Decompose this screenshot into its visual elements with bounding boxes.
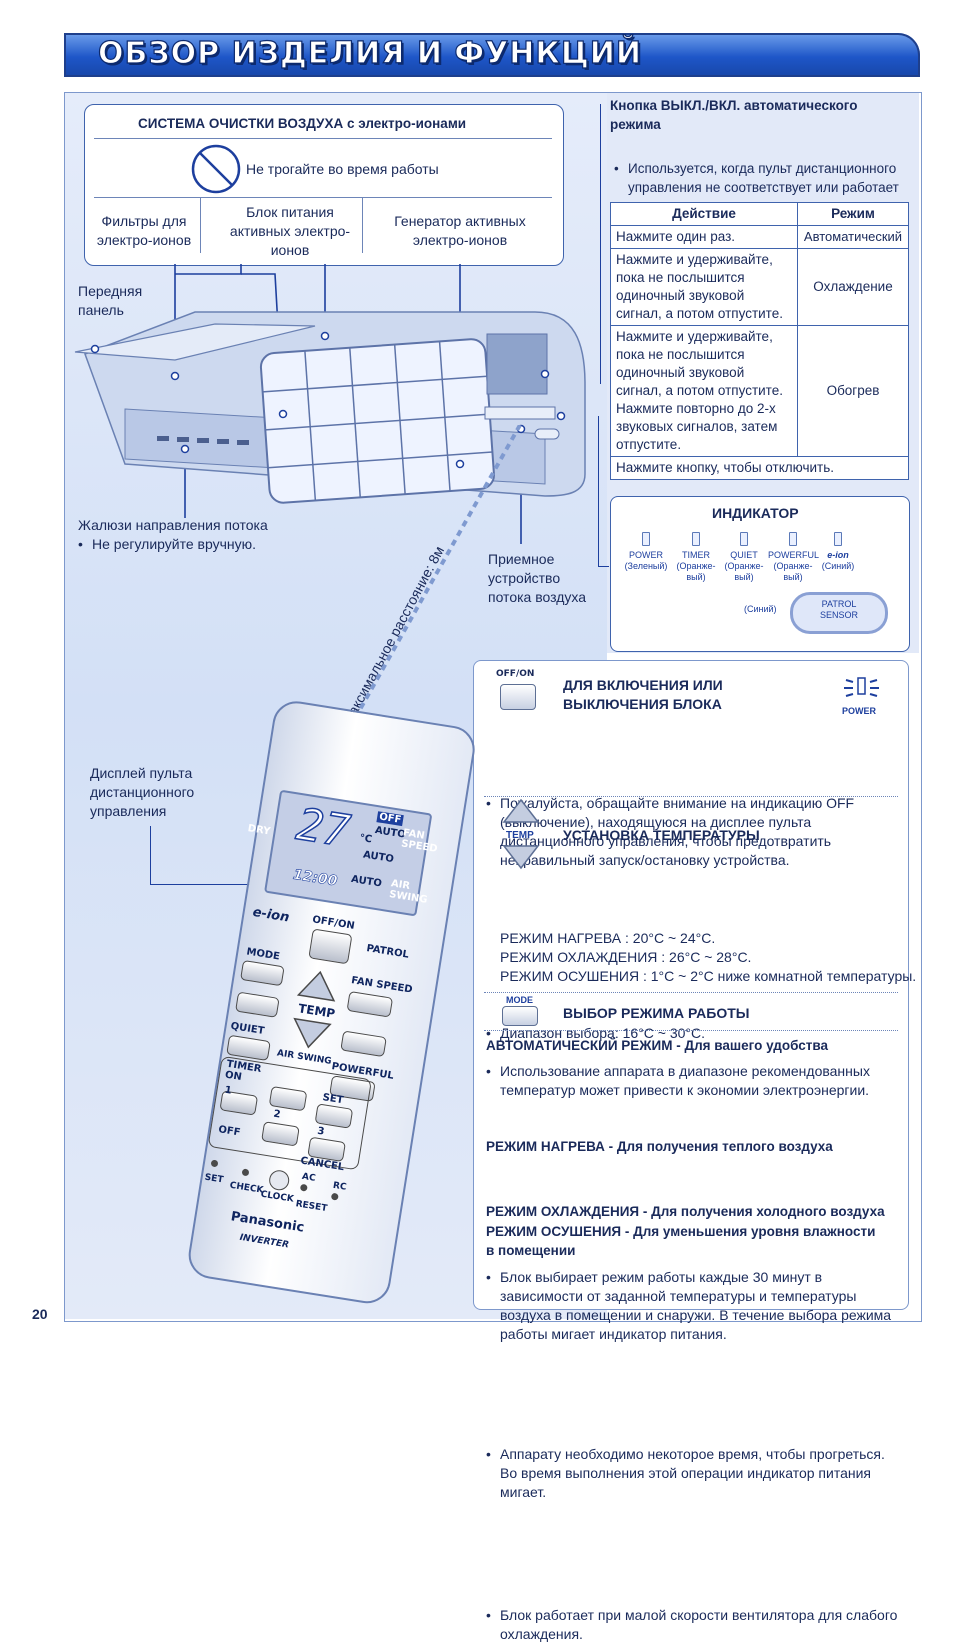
auto-mode-title: АВТОМАТИЧЕСКИЙ РЕЖИМ - Для вашего удобст… bbox=[486, 1038, 829, 1053]
col-divider-2 bbox=[362, 197, 363, 253]
temp-down-icon bbox=[502, 845, 540, 870]
receiver-label: Приемное устройство потока воздуха bbox=[488, 551, 587, 605]
remote-display-label: Дисплей пульта дистанционного управления bbox=[90, 765, 195, 819]
auto-button-note: Используется, когда пульт дистанционного… bbox=[614, 159, 910, 216]
table-head-action: Действие bbox=[610, 202, 798, 226]
table-head-mode: Режим bbox=[797, 202, 909, 226]
remote-display-connector bbox=[150, 826, 271, 885]
table-row-mode: Обогрев bbox=[797, 325, 909, 457]
onoff-note: Пожалуйста, обращайте внимание на индика… bbox=[486, 794, 898, 870]
mode-title: ВЫБОР РЕЖИМА РАБОТЫ bbox=[563, 1005, 750, 1021]
page-title: ОБЗОР ИЗДЕЛИЯ И ФУНКЦИЙ bbox=[97, 35, 642, 71]
functions-box bbox=[473, 660, 909, 1310]
title-banner bbox=[64, 33, 920, 77]
patrol-label-1: PATROL bbox=[821, 599, 857, 609]
section-rule-3 bbox=[484, 1030, 898, 1031]
indicator-eion: e-ion(Синий) bbox=[818, 532, 858, 572]
louver-label: Жалюзи направления потока bbox=[78, 517, 268, 533]
mode-table: Действие Режим Нажмите один раз. Автомат… bbox=[610, 202, 909, 480]
table-row-mode: Охлаждение bbox=[797, 248, 909, 326]
temp-bullet-range: Диапазон выбора: 16°C ~ 30°C. bbox=[486, 1024, 898, 1043]
air-purify-title: СИСТЕМА ОЧИСТКИ ВОЗДУХА с электро-ионами bbox=[138, 114, 466, 133]
no-touch-warning: Не трогайте во время работы bbox=[246, 161, 439, 177]
temp-cool-range: РЕЖИМ ОХЛАЖДЕНИЯ : 26°C ~ 28°C. bbox=[500, 949, 752, 965]
remote-air-swing: AIR SWING bbox=[388, 878, 429, 906]
remote-temp-up-icon[interactable] bbox=[296, 967, 340, 1003]
temp-title: УСТАНОВКА ТЕМПЕРАТУРЫ bbox=[563, 827, 760, 843]
ion-filters-label: Фильтры для электро-ионов bbox=[96, 213, 192, 248]
page-number: 20 bbox=[32, 1306, 48, 1322]
section-rule-1 bbox=[484, 796, 898, 797]
table-row-action: Нажмите и удерживайте, пока не послышитс… bbox=[610, 325, 798, 457]
ion-generator-label: Генератор активных электро-ионов bbox=[394, 213, 526, 248]
dry-mode-note: Блок работает при малой скорости вентиля… bbox=[486, 1606, 898, 1644]
indoor-unit-illustration bbox=[74, 264, 586, 544]
temp-heat-range: РЕЖИМ НАГРЕВА : 20°C ~ 24°C. bbox=[500, 930, 716, 946]
cool-mode-title: РЕЖИМ ОХЛАЖДЕНИЯ - Для получения холодно… bbox=[486, 1204, 885, 1219]
table-row-action: Нажмите один раз. bbox=[610, 225, 798, 249]
auto-button-title: Кнопка ВЫКЛ./ВКЛ. автоматического режима bbox=[610, 98, 858, 132]
air-purify-title-rest: с электро-ионами bbox=[343, 116, 467, 131]
auto-mode-note: Блок выбирает режим работы каждые 30 мин… bbox=[486, 1268, 898, 1344]
remote-temp-value: 27 bbox=[292, 798, 354, 858]
indicator-title: ИНДИКАТОР bbox=[712, 505, 799, 521]
heat-mode-title: РЕЖИМ НАГРЕВА - Для получения теплого во… bbox=[486, 1139, 833, 1154]
front-panel-label: Передняя панель bbox=[78, 283, 143, 318]
indicator-power: POWER(Зеленый) bbox=[620, 532, 672, 572]
patrol-label-2: SENSOR bbox=[819, 610, 858, 620]
remote-temp-unit: °C bbox=[358, 832, 373, 846]
temp-up-icon bbox=[502, 798, 540, 823]
auto-button-connector bbox=[600, 104, 601, 384]
temp-bullet-econ: Использование аппарата в диапазоне реком… bbox=[486, 1062, 898, 1100]
indicator-timer: TIMER(Оранже-вый) bbox=[672, 532, 720, 583]
patrol-color: (Синий) bbox=[744, 604, 777, 614]
air-purify-box bbox=[84, 104, 564, 266]
dry-mode-title: РЕЖИМ ОСУШЕНИЯ - Для уменьшения уровня в… bbox=[486, 1224, 876, 1258]
off-on-button-icon bbox=[500, 684, 536, 710]
heat-mode-note: Аппарату необходимо некоторое время, что… bbox=[486, 1445, 898, 1502]
mode-button-label: MODE bbox=[506, 995, 533, 1005]
indicator-row: POWER(Зеленый) TIMER(Оранже-вый) QUIET(О… bbox=[620, 532, 910, 592]
table-row-action: Нажмите и удерживайте, пока не послышитс… bbox=[610, 248, 798, 326]
col-divider-1 bbox=[200, 197, 201, 253]
indicator-connector bbox=[598, 416, 609, 567]
mode-button-icon bbox=[502, 1006, 538, 1026]
power-indicator-label: POWER bbox=[842, 706, 877, 716]
remote-ac-label: AC bbox=[301, 1171, 317, 1184]
table-row-mode: Автоматический bbox=[797, 225, 909, 249]
section-rule-2 bbox=[484, 992, 898, 993]
remote-control: 27 °C OFF AUTO AUTO AUTO FAN SPEED AIR S… bbox=[185, 697, 479, 1307]
temp-dry-range: РЕЖИМ ОСУШЕНИЯ : 1°C ~ 2°C ниже комнатно… bbox=[500, 968, 917, 984]
onoff-title: ДЛЯ ВКЛЮЧЕНИЯ ИЛИ ВЫКЛЮЧЕНИЯ БЛОКА bbox=[563, 677, 723, 712]
patrol-sensor bbox=[790, 592, 888, 634]
title-rule bbox=[94, 138, 552, 139]
indicator-powerful: POWERFUL(Оранже-вый) bbox=[768, 532, 819, 583]
warning-rule bbox=[94, 197, 552, 198]
temp-button-label: TEMP bbox=[506, 830, 534, 841]
remote-fan-speed: FAN SPEED bbox=[400, 827, 439, 855]
remote-offon-button[interactable] bbox=[308, 928, 353, 965]
remote-temp-down-icon[interactable] bbox=[288, 1016, 332, 1052]
remote-rc-label: RC bbox=[332, 1180, 348, 1193]
table-row-action: Нажмите кнопку, чтобы отключить. bbox=[610, 456, 909, 480]
no-touch-icon bbox=[191, 144, 241, 194]
indicator-quiet: QUIET(Оранже-вый) bbox=[720, 532, 768, 583]
ion-power-label: Блок питания активных электро-ионов bbox=[229, 204, 351, 258]
louver-note: Не регулируйте вручную. bbox=[78, 535, 954, 554]
off-on-button-label: OFF/ON bbox=[496, 669, 535, 679]
air-purify-title-bold: СИСТЕМА ОЧИСТКИ ВОЗДУХА bbox=[138, 116, 344, 131]
power-indicator-icon bbox=[844, 677, 879, 697]
